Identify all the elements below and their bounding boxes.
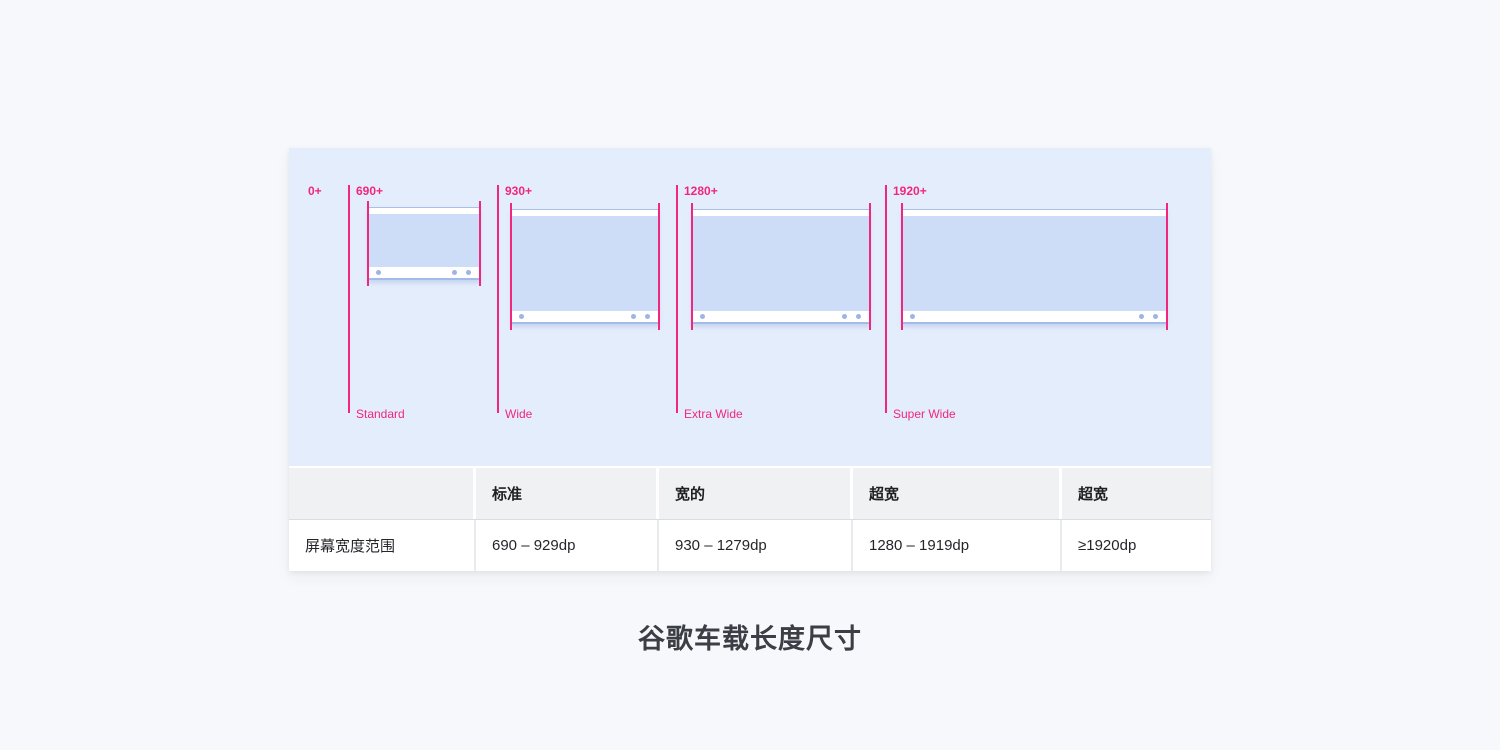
screen-navbar: [511, 311, 659, 322]
breakpoint-value-label: 1280+: [684, 184, 718, 198]
screen-navbar: [692, 311, 870, 322]
breakpoints-figure-card: 0+ 690+ Standard: [289, 148, 1211, 571]
mockup-right-measure-line: [869, 203, 871, 330]
navbar-dot-right-2: [1153, 314, 1158, 319]
navbar-dot-right-2: [466, 270, 471, 275]
mockup-left-measure-line: [367, 201, 369, 286]
screen-mockup-wide: [510, 203, 660, 330]
breakpoint-value-label: 930+: [505, 184, 533, 198]
navbar-dot-left: [700, 314, 705, 319]
header-cell-extra-wide: 超宽: [853, 468, 1062, 519]
screen-content: [368, 214, 480, 267]
row-label-cell: 屏幕宽度范围: [289, 520, 476, 571]
header-cell-super-wide: 超宽: [1062, 468, 1211, 519]
mockup-left-measure-line: [510, 203, 512, 330]
screen-frame: [902, 209, 1167, 324]
size-class-label: Extra Wide: [684, 407, 743, 421]
breakpoint-label-zero: 0+: [308, 184, 322, 198]
mockup-left-measure-line: [901, 203, 903, 330]
screen-statusbar: [368, 208, 480, 214]
mockup-left-measure-line: [691, 203, 693, 330]
screen-mockup-extra-wide: [691, 203, 871, 330]
value-cell-standard: 690 – 929dp: [476, 520, 659, 571]
value-cell-extra-wide: 1280 – 1919dp: [853, 520, 1062, 571]
screen-frame: [692, 209, 870, 324]
table-header-row: 标准 宽的 超宽 超宽: [289, 466, 1211, 519]
breakpoint-value-label: 1920+: [893, 184, 927, 198]
size-class-label: Standard: [356, 407, 405, 421]
screen-navbar: [902, 311, 1167, 322]
navbar-dot-left: [519, 314, 524, 319]
mockup-right-measure-line: [658, 203, 660, 330]
value-cell-wide: 930 – 1279dp: [659, 520, 853, 571]
screen-mockup-super-wide: [901, 203, 1168, 330]
breakpoint-value-label: 690+: [356, 184, 384, 198]
navbar-dot-right-1: [1139, 314, 1144, 319]
size-table: 标准 宽的 超宽 超宽 屏幕宽度范围 690 – 929dp 930 – 127…: [289, 466, 1211, 571]
navbar-dot-right-1: [842, 314, 847, 319]
screen-statusbar: [511, 210, 659, 216]
screen-content: [692, 216, 870, 311]
breakpoint-boundary-line: [348, 185, 350, 413]
breakpoint-boundary-line: [676, 185, 678, 413]
breakpoints-diagram: 0+ 690+ Standard: [289, 148, 1211, 466]
header-cell-empty: [289, 468, 476, 519]
size-class-label: Wide: [505, 407, 533, 421]
screen-frame: [368, 207, 480, 280]
table-body-row: 屏幕宽度范围 690 – 929dp 930 – 1279dp 1280 – 1…: [289, 519, 1211, 571]
value-cell-super-wide: ≥1920dp: [1078, 537, 1137, 554]
size-class-label: Super Wide: [893, 407, 956, 421]
navbar-dot-right-1: [452, 270, 457, 275]
screen-frame: [511, 209, 659, 324]
navbar-dot-right-2: [645, 314, 650, 319]
navbar-dot-left: [376, 270, 381, 275]
screen-mockup-standard: [367, 201, 481, 286]
mockup-right-measure-line: [479, 201, 481, 286]
figure-caption: 谷歌车载长度尺寸: [638, 624, 862, 654]
header-cell-standard: 标准: [476, 468, 659, 519]
navbar-dot-left: [910, 314, 915, 319]
screen-navbar: [368, 267, 480, 278]
screen-statusbar: [902, 210, 1167, 216]
navbar-dot-right-2: [856, 314, 861, 319]
navbar-dot-right-1: [631, 314, 636, 319]
mockup-right-measure-line: [1166, 203, 1168, 330]
screen-content: [511, 216, 659, 311]
breakpoint-boundary-line: [885, 185, 887, 413]
breakpoint-boundary-line: [497, 185, 499, 413]
screen-content: [902, 216, 1167, 311]
header-cell-wide: 宽的: [659, 468, 853, 519]
screen-statusbar: [692, 210, 870, 216]
